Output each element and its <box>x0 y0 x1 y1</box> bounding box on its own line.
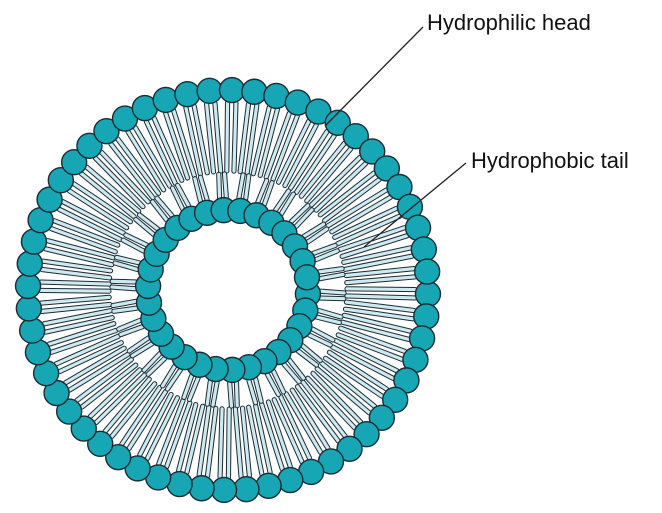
outer-hydrophilic-head <box>219 78 244 103</box>
inner-lipid-tail <box>219 174 220 197</box>
outer-hydrophilic-head <box>25 340 50 365</box>
outer-hydrophilic-head <box>415 259 440 284</box>
outer-hydrophilic-head <box>20 318 45 343</box>
outer-hydrophilic-head <box>414 304 439 329</box>
outer-hydrophilic-head <box>242 79 267 104</box>
outer-hydrophilic-head <box>17 251 42 276</box>
outer-hydrophilic-head <box>189 476 214 501</box>
outer-leaflet-tails <box>41 103 415 477</box>
outer-lipid-tail <box>41 290 109 291</box>
outer-hydrophilic-head <box>411 237 436 262</box>
outer-hydrophilic-head <box>153 87 178 112</box>
outer-hydrophilic-head <box>234 477 259 502</box>
outer-lipid-tail <box>227 103 228 171</box>
outer-hydrophilic-head <box>212 477 237 502</box>
outer-lipid-tail <box>347 289 415 290</box>
inner-lipid-tail <box>112 281 135 282</box>
outer-lipid-tail <box>347 296 415 298</box>
outer-hydrophilic-head <box>197 78 222 103</box>
inner-lipid-tail <box>113 301 136 305</box>
inner-lipid-tail <box>236 383 237 406</box>
outer-lipid-tail <box>41 282 109 284</box>
inner-hydrophilic-head <box>294 265 319 290</box>
inner-lipid-tail <box>239 175 243 198</box>
outer-hydrophilic-head <box>415 281 440 306</box>
outer-hydrophilic-head <box>16 296 41 321</box>
outer-hydrophilic-head <box>278 468 303 493</box>
hydrophilic-head-label: Hydrophilic head <box>427 12 591 34</box>
outer-hydrophilic-head <box>256 473 281 498</box>
hydrophilic-head-leader-line <box>325 27 423 126</box>
outer-hydrophilic-head <box>406 215 431 240</box>
inner-lipid-tail <box>230 383 232 406</box>
outer-lipid-tail <box>234 103 236 171</box>
outer-lipid-tail <box>228 409 229 477</box>
inner-lipid-tail <box>320 274 343 278</box>
inner-lipid-tail <box>225 174 227 197</box>
outer-hydrophilic-head <box>175 82 200 107</box>
inner-lipid-tail <box>112 287 135 289</box>
inner-lipid-tail <box>321 291 344 293</box>
inner-leaflet-heads <box>136 198 321 383</box>
outer-hydrophilic-head <box>16 274 41 299</box>
inner-lipid-tail <box>321 298 344 299</box>
inner-lipid-tail <box>213 382 217 405</box>
hydrophobic-tail-label: Hydrophobic tail <box>471 150 629 172</box>
outer-lipid-tail <box>220 409 222 477</box>
